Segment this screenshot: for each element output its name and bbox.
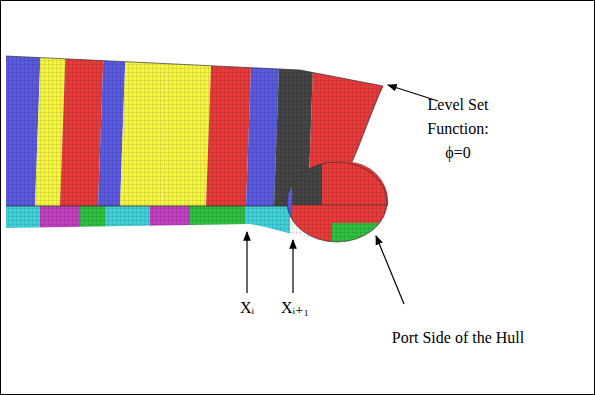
bulbous-bow [280,160,392,250]
hull-mesh [0,40,400,250]
annotation-label: Level Set Function: ϕ=0 [416,93,500,165]
annotation-label: Xᵢ₊₁ [270,296,320,320]
annotation-label: Xᵢ [227,296,267,320]
annotation-label: Port Side of the Hull [388,326,528,350]
leader-arrow [246,232,247,293]
leader-arrow [376,236,404,304]
leader-arrow [292,240,293,293]
